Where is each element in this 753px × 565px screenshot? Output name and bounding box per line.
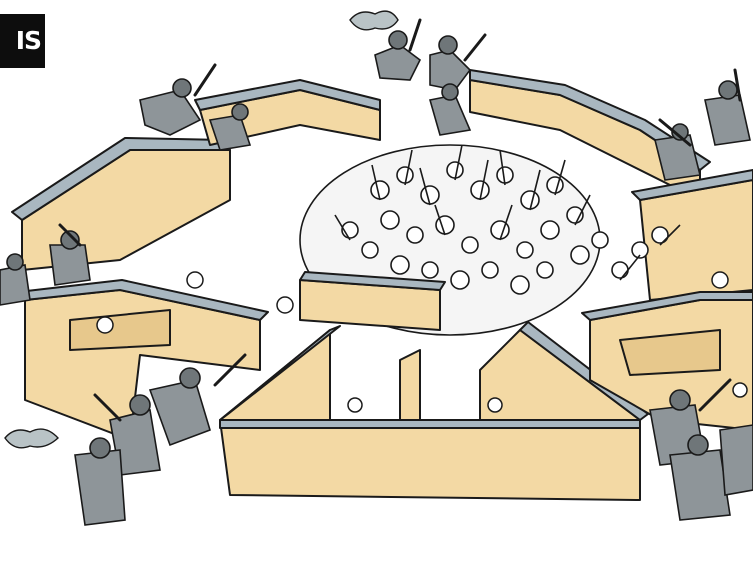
logo-badge: IS	[0, 14, 45, 68]
batons	[58, 18, 742, 422]
tear-gas-smoke	[4, 10, 399, 449]
logo-text: IS	[15, 26, 42, 55]
trapped-figures	[96, 271, 748, 413]
riot-police	[0, 30, 753, 526]
maze-front-walls	[17, 271, 753, 501]
